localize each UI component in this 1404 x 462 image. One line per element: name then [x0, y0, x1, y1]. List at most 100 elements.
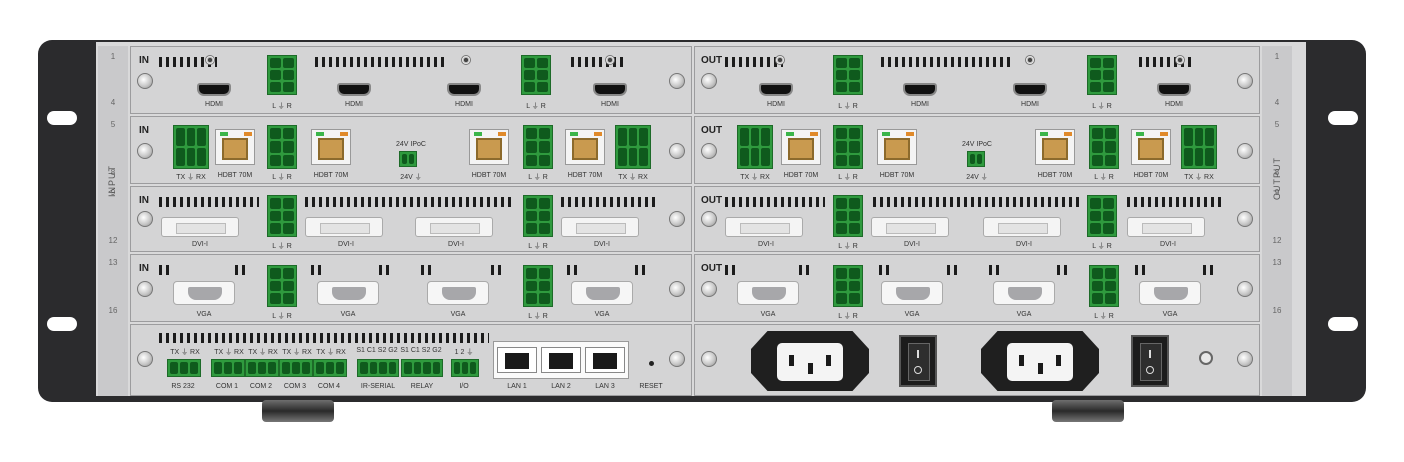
- poc-terminal[interactable]: [399, 151, 417, 167]
- audio-terminal[interactable]: [521, 55, 551, 95]
- audio-terminal[interactable]: [833, 55, 863, 95]
- rail-number: 8: [1274, 168, 1280, 177]
- power-inlet[interactable]: [981, 331, 1099, 391]
- vga-port[interactable]: [173, 281, 235, 305]
- ir-serial-terminal[interactable]: [357, 359, 399, 377]
- hdmi-port[interactable]: [197, 83, 231, 96]
- indicator-ticks: [305, 197, 515, 207]
- vga-port[interactable]: [993, 281, 1055, 305]
- power-inlet[interactable]: [751, 331, 869, 391]
- serial-terminal[interactable]: [173, 125, 209, 169]
- indicator-ticks: [947, 265, 961, 275]
- hdmi-port[interactable]: [337, 83, 371, 96]
- control-top-label: 1 2 ⏚: [454, 349, 474, 356]
- lan-port[interactable]: [585, 347, 625, 373]
- dvi-port[interactable]: [415, 217, 493, 237]
- lan-label: LAN 2: [551, 383, 571, 390]
- hdbt-port[interactable]: [877, 129, 917, 165]
- audio-terminal[interactable]: [1089, 125, 1119, 169]
- hdmi-port[interactable]: [759, 83, 793, 96]
- screw-icon: [701, 281, 717, 297]
- audio-terminal[interactable]: [267, 55, 297, 95]
- indicator-ticks: [725, 265, 739, 275]
- dvi-port[interactable]: [161, 217, 239, 237]
- port-label: HDMI: [767, 101, 785, 108]
- audio-terminal[interactable]: [523, 265, 553, 307]
- rail-number: 5: [1274, 120, 1280, 129]
- dvi-port[interactable]: [725, 217, 803, 237]
- status-led: [205, 55, 215, 65]
- screw-icon: [137, 281, 153, 297]
- power-switch[interactable]: [899, 335, 937, 387]
- audio-terminal[interactable]: [1087, 55, 1117, 95]
- screw-icon: [669, 281, 685, 297]
- screw-icon: [1237, 73, 1253, 89]
- dvi-port[interactable]: [983, 217, 1061, 237]
- com2-terminal[interactable]: [245, 359, 279, 377]
- audio-terminal[interactable]: [833, 195, 863, 237]
- ground-screw-icon: [1199, 351, 1213, 365]
- vga-port[interactable]: [427, 281, 489, 305]
- hdmi-port[interactable]: [593, 83, 627, 96]
- hdmi-port[interactable]: [1157, 83, 1191, 96]
- vga-port[interactable]: [737, 281, 799, 305]
- control-bottom-label: RELAY: [410, 383, 434, 390]
- audio-terminal[interactable]: [833, 125, 863, 169]
- serial-terminal[interactable]: [615, 125, 651, 169]
- vga-port[interactable]: [317, 281, 379, 305]
- lan-port[interactable]: [497, 347, 537, 373]
- port-label: VGA: [904, 311, 920, 318]
- audio-terminal[interactable]: [267, 125, 297, 169]
- screw-icon: [701, 351, 717, 367]
- hdbt-port[interactable]: [215, 129, 255, 165]
- lan-port[interactable]: [541, 347, 581, 373]
- com1-terminal[interactable]: [211, 359, 245, 377]
- dvi-port[interactable]: [305, 217, 383, 237]
- status-led: [775, 55, 785, 65]
- screw-icon: [701, 73, 717, 89]
- control-top-label: TX ⏚ RX: [214, 349, 244, 356]
- dvi-port[interactable]: [1127, 217, 1205, 237]
- audio-terminal[interactable]: [267, 265, 297, 307]
- hdbt-port[interactable]: [1131, 129, 1171, 165]
- hdbt-port[interactable]: [311, 129, 351, 165]
- hdbt-port[interactable]: [469, 129, 509, 165]
- port-label: HDMI: [911, 101, 929, 108]
- vga-port[interactable]: [571, 281, 633, 305]
- hdbt-port[interactable]: [781, 129, 821, 165]
- hdmi-port[interactable]: [903, 83, 937, 96]
- audio-terminal[interactable]: [1087, 195, 1117, 237]
- reset-button[interactable]: [649, 361, 654, 366]
- rs232-terminal[interactable]: [167, 359, 201, 377]
- audio-terminal[interactable]: [833, 265, 863, 307]
- hdmi-port[interactable]: [1013, 83, 1047, 96]
- audio-terminal[interactable]: [1089, 265, 1119, 307]
- indicator-ticks: [379, 265, 393, 275]
- io-terminal[interactable]: [451, 359, 479, 377]
- status-led: [461, 55, 471, 65]
- poc-label: 24V IPoC: [962, 141, 992, 148]
- com3-terminal[interactable]: [279, 359, 313, 377]
- com4-terminal[interactable]: [313, 359, 347, 377]
- port-label: HDMI: [455, 101, 473, 108]
- vga-port[interactable]: [1139, 281, 1201, 305]
- hdbt-port[interactable]: [565, 129, 605, 165]
- rubber-foot: [1052, 400, 1124, 422]
- control-top-label: TX ⏚ RX: [316, 349, 346, 356]
- poc-terminal[interactable]: [967, 151, 985, 167]
- control-bottom-label: I/O: [459, 383, 469, 390]
- hdmi-port[interactable]: [447, 83, 481, 96]
- dvi-port[interactable]: [871, 217, 949, 237]
- audio-terminal[interactable]: [523, 125, 553, 169]
- vga-port[interactable]: [881, 281, 943, 305]
- serial-terminal[interactable]: [737, 125, 773, 169]
- hdbt-port[interactable]: [1035, 129, 1075, 165]
- audio-terminal[interactable]: [523, 195, 553, 237]
- dvi-port[interactable]: [561, 217, 639, 237]
- power-switch[interactable]: [1131, 335, 1169, 387]
- audio-terminal[interactable]: [267, 195, 297, 237]
- card-tag: OUT: [701, 55, 723, 66]
- serial-terminal[interactable]: [1181, 125, 1217, 169]
- port-label: HDBT 70M: [217, 172, 253, 179]
- relay-terminal[interactable]: [401, 359, 443, 377]
